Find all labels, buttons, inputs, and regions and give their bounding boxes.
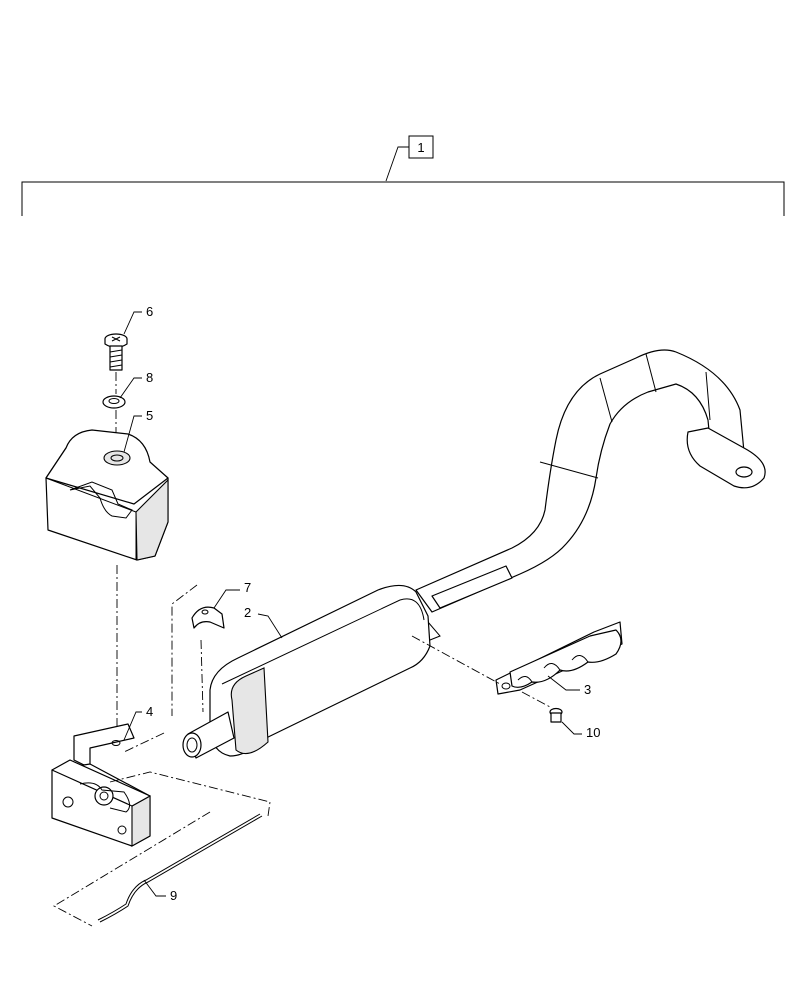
callout-7-text: 7 bbox=[244, 580, 251, 595]
part-3-grip[interactable] bbox=[495, 621, 623, 695]
callout-7[interactable]: 7 bbox=[213, 580, 251, 609]
callout-3-text: 3 bbox=[584, 682, 591, 697]
callout-3[interactable]: 3 bbox=[547, 675, 591, 697]
assembly-bracket bbox=[21, 181, 785, 216]
callout-10[interactable]: 10 bbox=[561, 721, 600, 740]
part-2-handle[interactable] bbox=[182, 349, 766, 759]
part-10-screw[interactable] bbox=[549, 707, 563, 723]
callout-6[interactable]: 6 bbox=[123, 304, 153, 335]
callout-10-text: 10 bbox=[586, 725, 600, 740]
assembly-label: 1 bbox=[417, 140, 424, 155]
callout-5[interactable]: 5 bbox=[123, 408, 153, 453]
callout-4-text: 4 bbox=[146, 704, 153, 719]
callout-8[interactable]: 8 bbox=[119, 370, 153, 399]
part-8-washer[interactable] bbox=[102, 395, 126, 409]
callout-2[interactable]: 2 bbox=[244, 605, 283, 639]
callout-2-text: 2 bbox=[244, 605, 251, 620]
callout-6-text: 6 bbox=[146, 304, 153, 319]
part-7-clip[interactable] bbox=[191, 606, 225, 629]
callout-9[interactable]: 9 bbox=[143, 879, 177, 903]
callout-4[interactable]: 4 bbox=[123, 704, 153, 741]
part-6-screw[interactable] bbox=[104, 333, 128, 371]
assembly-callout-1[interactable]: 1 bbox=[385, 135, 434, 182]
part-5-cover[interactable] bbox=[45, 429, 169, 561]
callout-8-text: 8 bbox=[146, 370, 153, 385]
part-9-cable[interactable] bbox=[97, 813, 263, 923]
callout-9-text: 9 bbox=[170, 888, 177, 903]
callout-5-text: 5 bbox=[146, 408, 153, 423]
part-4-latch[interactable] bbox=[51, 723, 151, 847]
